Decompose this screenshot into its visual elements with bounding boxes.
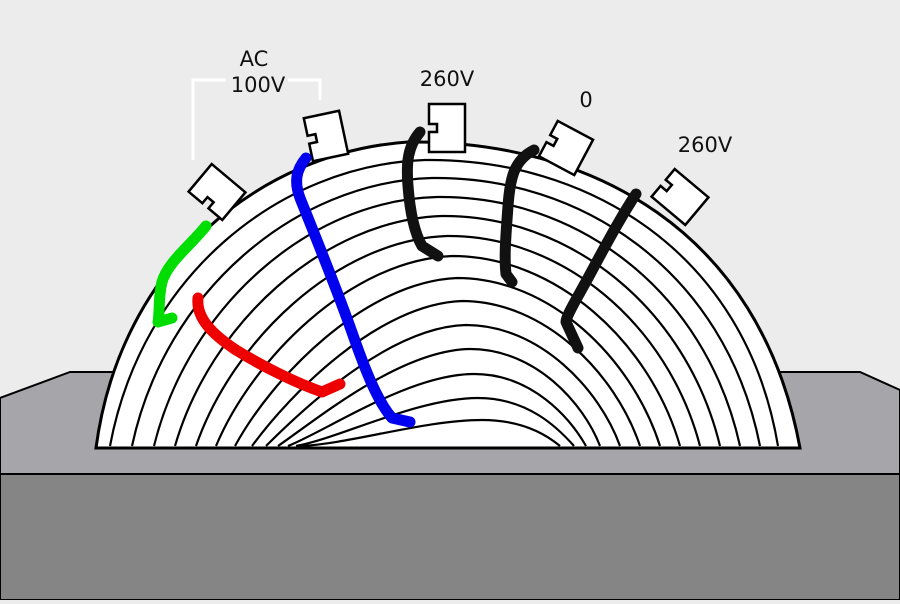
terminal-3 — [427, 102, 467, 154]
winding-line — [194, 234, 702, 447]
terminal-5 — [649, 167, 711, 227]
winding-line — [277, 347, 602, 447]
wire-red — [192, 292, 346, 398]
label-ac-voltage-backdrop — [226, 70, 288, 96]
wire-green — [152, 220, 212, 328]
winding-line — [173, 214, 722, 447]
winding-line — [299, 418, 561, 448]
wire-black-3 — [560, 188, 642, 354]
winding-line — [265, 323, 622, 447]
label-tap-2: 0 — [579, 88, 592, 112]
label-tap-1: 260V — [420, 67, 475, 91]
terminal-2 — [302, 109, 350, 163]
wire-blue — [291, 152, 416, 428]
label-ac: AC — [240, 47, 269, 71]
label-ac-voltage: 100V — [231, 73, 286, 97]
terminal-1 — [186, 162, 248, 222]
terminal-4 — [537, 119, 595, 177]
wire-black-1 — [401, 126, 444, 262]
label-tap-3: 260V — [678, 133, 733, 157]
winding-line — [108, 158, 780, 447]
wire-black-2 — [499, 144, 540, 288]
winding-line — [130, 176, 762, 447]
winding-line — [295, 396, 575, 448]
base-front — [0, 473, 900, 601]
winding-line — [287, 372, 587, 448]
